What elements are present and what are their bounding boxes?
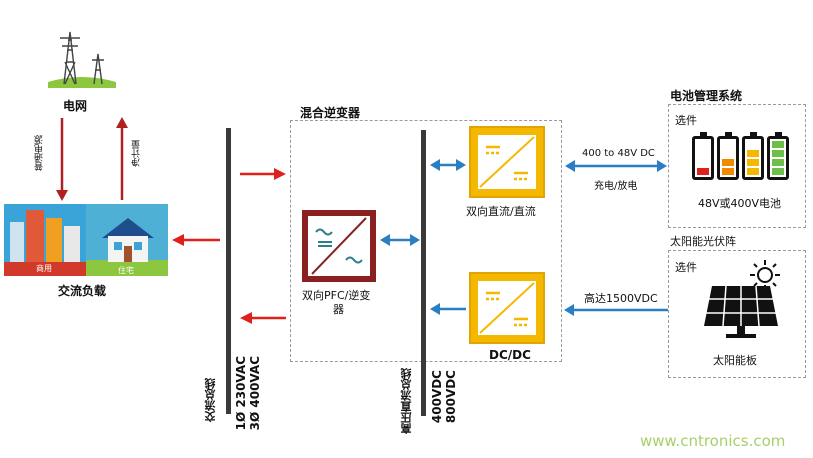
- ac-load-label: 交流负载: [58, 284, 107, 298]
- power-tower-icon: [48, 31, 116, 88]
- ac-bus-label: 交流总线: [204, 378, 217, 422]
- battery-icon-mid: [742, 132, 764, 180]
- load-to-grid-arrow: [116, 117, 128, 200]
- bidir-dcdc-label: 双向直流/直流: [466, 205, 536, 218]
- commercial-building-icon: 商用: [4, 204, 86, 276]
- hybrid-inverter-box: [290, 120, 562, 362]
- pfc-hvbus-bidir-arrow: [380, 234, 420, 246]
- ac-bus-voltage-1: 1Ø 230VAC: [234, 356, 248, 431]
- battery-label: 48V或400V电池: [698, 197, 782, 210]
- dcdc-to-hvbus-arrow: [430, 303, 466, 315]
- inverter-to-ac-bus-arrow-top: [240, 168, 286, 180]
- battery-icon-full: [767, 132, 789, 180]
- pfc-label-line2: 器: [333, 303, 344, 316]
- residential-house-icon: 住宅: [86, 204, 168, 276]
- battery-link-top-label: 400 to 48V DC: [582, 148, 655, 159]
- hv-dc-bus-label: 高压直流总线: [400, 368, 413, 434]
- normal-power-label: 普通电源: [35, 135, 45, 171]
- pfc-label-line1: 双向PFC/逆变: [302, 289, 371, 302]
- ac-bus-bar: [226, 128, 231, 414]
- dcdc-label: DC/DC: [489, 348, 531, 362]
- hvbus-bidir-dcdc-arrow: [430, 159, 466, 171]
- pfc-inverter-block: [302, 210, 376, 282]
- hybrid-inverter-title: 混合逆变器: [300, 106, 361, 120]
- inverter-to-ac-bus-arrow-bottom: [240, 312, 286, 324]
- grid-to-load-arrow: [56, 118, 68, 201]
- pv-title: 太阳能光伏阵: [670, 235, 736, 248]
- bms-box: [668, 104, 806, 228]
- battery-bidir-arrow: [565, 160, 667, 172]
- bus-to-load-arrow: [172, 234, 220, 246]
- watermark: www.cntronics.com: [640, 432, 786, 450]
- hv-dc-bus-voltage-2: 800VDC: [444, 370, 458, 424]
- battery-icon-low: [717, 132, 739, 180]
- solar-panel-label: 太阳能板: [713, 354, 757, 367]
- pv-link-label: 高达1500VDC: [584, 292, 658, 305]
- grid-label: 电网: [63, 99, 88, 113]
- pv-box: [668, 250, 806, 378]
- residential-tag: 住宅: [118, 266, 134, 275]
- battery-icon-empty: [692, 132, 714, 180]
- hv-dc-bus-bar: [421, 130, 426, 416]
- pv-to-dcdc-arrow: [564, 304, 668, 316]
- battery-link-bottom-label: 充电/放电: [594, 181, 638, 192]
- dcdc-block: [469, 272, 545, 344]
- net-metering-label: 净计量: [132, 140, 142, 167]
- commercial-tag: 商用: [36, 264, 52, 273]
- solar-panel-icon: [704, 285, 778, 338]
- hv-dc-bus-voltage-1: 400VDC: [430, 370, 444, 424]
- bms-title: 电池管理系统: [670, 89, 743, 103]
- pv-optional-label: 选件: [675, 261, 697, 274]
- bidir-dcdc-block: [469, 126, 545, 198]
- ac-bus-voltage-2: 3Ø 400VAC: [248, 356, 262, 431]
- bms-optional-label: 选件: [675, 114, 697, 127]
